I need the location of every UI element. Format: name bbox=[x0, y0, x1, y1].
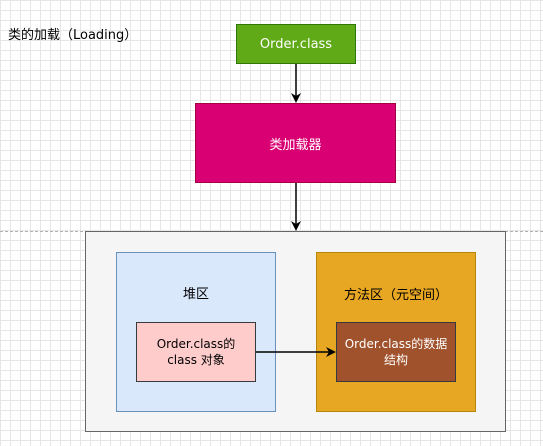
method-data-structure-node[interactable]: Order.class的数据 结构 bbox=[336, 322, 456, 382]
method-struct-label-line2: 结构 bbox=[383, 353, 408, 367]
heap-class-object-node[interactable]: Order.class的 class 对象 bbox=[136, 322, 256, 382]
method-area-label: 方法区（元空间） bbox=[343, 288, 448, 303]
method-struct-label-line1: Order.class的数据 bbox=[344, 336, 448, 351]
heap-label: 堆区 bbox=[182, 287, 209, 302]
order-class-node[interactable]: Order.class bbox=[236, 24, 356, 64]
heap-object-label-line2: class 对象 bbox=[167, 353, 225, 367]
class-loader-node[interactable]: 类加载器 bbox=[195, 103, 396, 183]
class-loader-label: 类加载器 bbox=[269, 137, 322, 153]
heap-object-label-line1: Order.class的 bbox=[156, 336, 236, 351]
diagram-title: 类的加载（Loading） bbox=[8, 28, 138, 43]
order-class-label: Order.class bbox=[259, 36, 333, 52]
